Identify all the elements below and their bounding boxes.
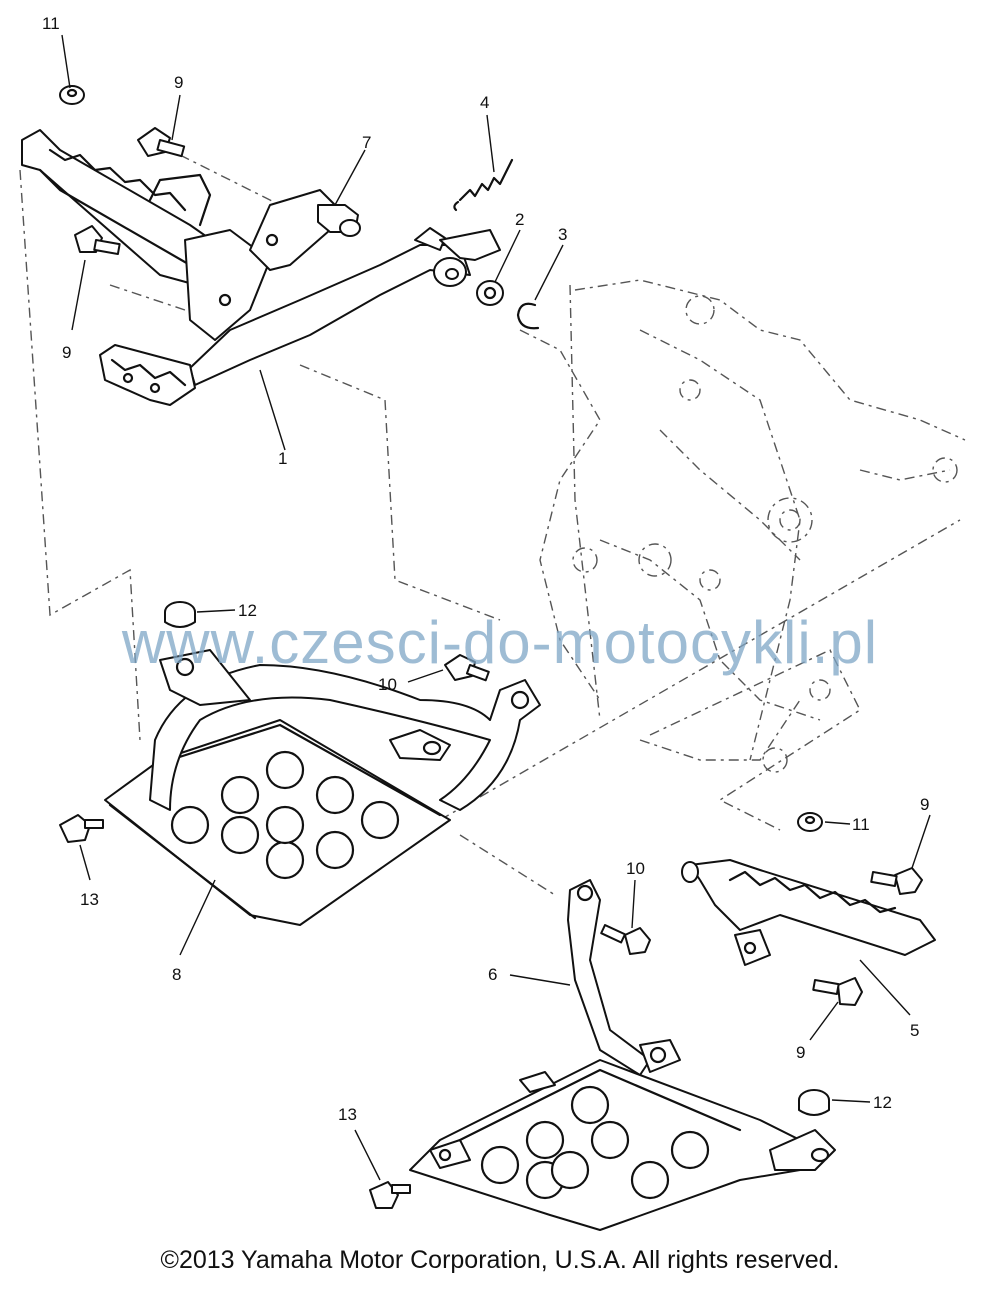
part-label: 11: [42, 14, 60, 33]
part-label: 9: [796, 1043, 805, 1062]
part-label: 13: [80, 890, 99, 909]
part-label: 4: [480, 93, 489, 112]
frame-outline: [519, 279, 966, 773]
part-label: 7: [362, 133, 371, 152]
part-label: 11: [852, 815, 870, 834]
part-label: 1: [278, 449, 287, 468]
bolt-left-9: [74, 225, 121, 256]
part-number-labels: 11 9 4 7 2 3 9 1 12 10 13 8 11 9 10 6 5 …: [42, 14, 929, 1124]
part-label: 12: [873, 1093, 892, 1112]
bolt-upper-9: [137, 127, 186, 158]
part-label: 9: [174, 73, 183, 92]
part-label: 12: [238, 601, 257, 620]
brake-pedal: [99, 189, 501, 406]
bolt-9-right-upper: [870, 867, 923, 895]
right-footrest: [681, 859, 936, 966]
right-guard: [567, 879, 681, 1076]
part-label: 5: [910, 1021, 919, 1040]
part-label: 8: [172, 965, 181, 984]
right-skid-plate: [409, 1059, 836, 1231]
return-spring: [453, 158, 514, 212]
reference-lines: [19, 154, 961, 896]
bolt-13-left: [59, 814, 104, 843]
leader-lines: [61, 34, 931, 1181]
bolt-9-right-lower: [812, 977, 863, 1006]
part-label: 10: [378, 675, 397, 694]
rubber-damper-12-left: [164, 601, 196, 628]
bolt-10-right: [600, 924, 651, 955]
part-label: 6: [488, 965, 497, 984]
left-footrest-bracket: [21, 129, 271, 341]
part-label: 13: [338, 1105, 357, 1124]
part-label: 2: [515, 210, 524, 229]
nut-upper-11: [59, 85, 85, 105]
clip: [516, 302, 540, 330]
part-label: 10: [626, 859, 645, 878]
bolt-13-right: [369, 1181, 411, 1209]
nut-11-right: [797, 812, 823, 832]
copyright-notice: ©2013 Yamaha Motor Corporation, U.S.A. A…: [160, 1246, 840, 1274]
watermark-text: www.czesci-do-motocykli.pl: [121, 609, 879, 676]
rubber-damper-12-right: [798, 1089, 830, 1116]
part-label: 3: [558, 225, 567, 244]
bolt-10-left: [444, 654, 490, 682]
left-skid-plate: [104, 649, 541, 926]
part-label: 9: [920, 795, 929, 814]
part-label: 9: [62, 343, 71, 362]
